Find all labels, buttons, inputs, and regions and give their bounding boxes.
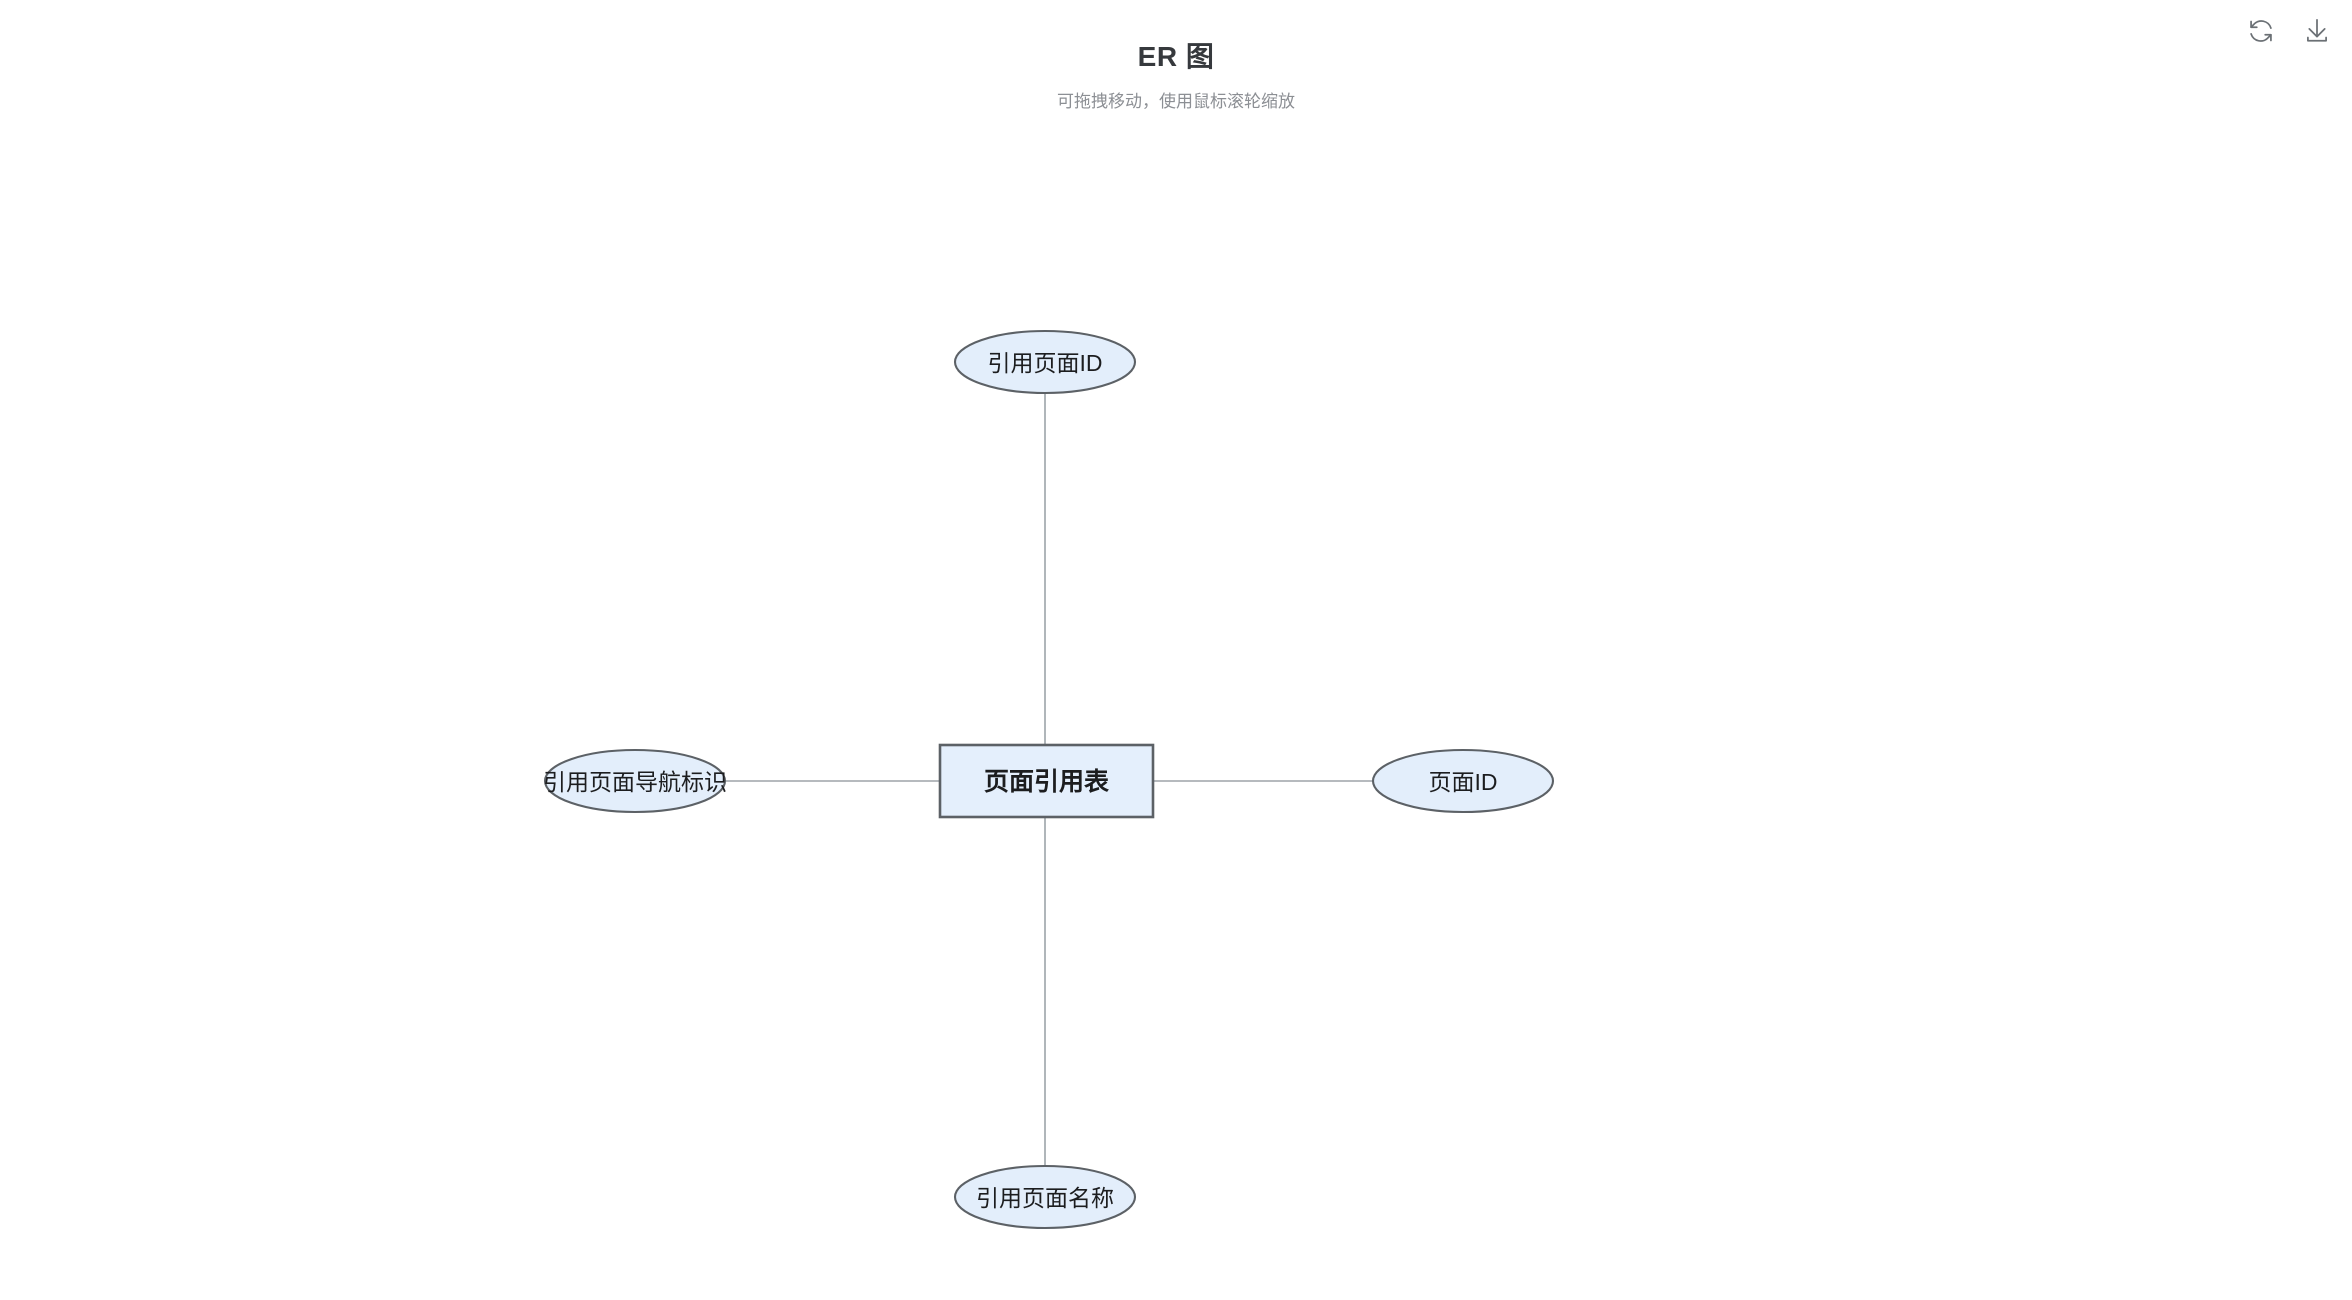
diagram-toolbar	[2244, 14, 2334, 48]
download-button[interactable]	[2300, 14, 2334, 48]
attribute-ellipse[interactable]	[953, 1164, 1137, 1230]
entity-node-page-ref-table[interactable]: 页面引用表	[938, 743, 1155, 819]
attribute-label: 引用页面名称	[976, 1185, 1114, 1211]
attribute-ellipse[interactable]	[1371, 748, 1555, 814]
attribute-label: 引用页面导航标识	[543, 769, 727, 795]
attribute-label: 页面ID	[1429, 769, 1498, 795]
attribute-ellipse[interactable]	[543, 748, 727, 814]
attribute-node-ref-page-id[interactable]: 引用页面ID	[953, 329, 1137, 395]
reset-view-button[interactable]	[2244, 14, 2278, 48]
entity-label: 页面引用表	[984, 768, 1110, 796]
edge-group	[725, 393, 1373, 1166]
entity-rect[interactable]	[938, 743, 1155, 819]
attribute-node-page-id[interactable]: 页面ID	[1371, 748, 1555, 814]
refresh-icon	[2247, 17, 2275, 45]
download-icon	[2303, 17, 2331, 45]
attribute-label: 引用页面ID	[988, 350, 1103, 376]
attribute-node-ref-page-name[interactable]: 引用页面名称	[953, 1164, 1137, 1230]
attribute-ellipse[interactable]	[953, 329, 1137, 395]
attribute-node-ref-page-nav-key[interactable]: 引用页面导航标识	[543, 748, 727, 814]
